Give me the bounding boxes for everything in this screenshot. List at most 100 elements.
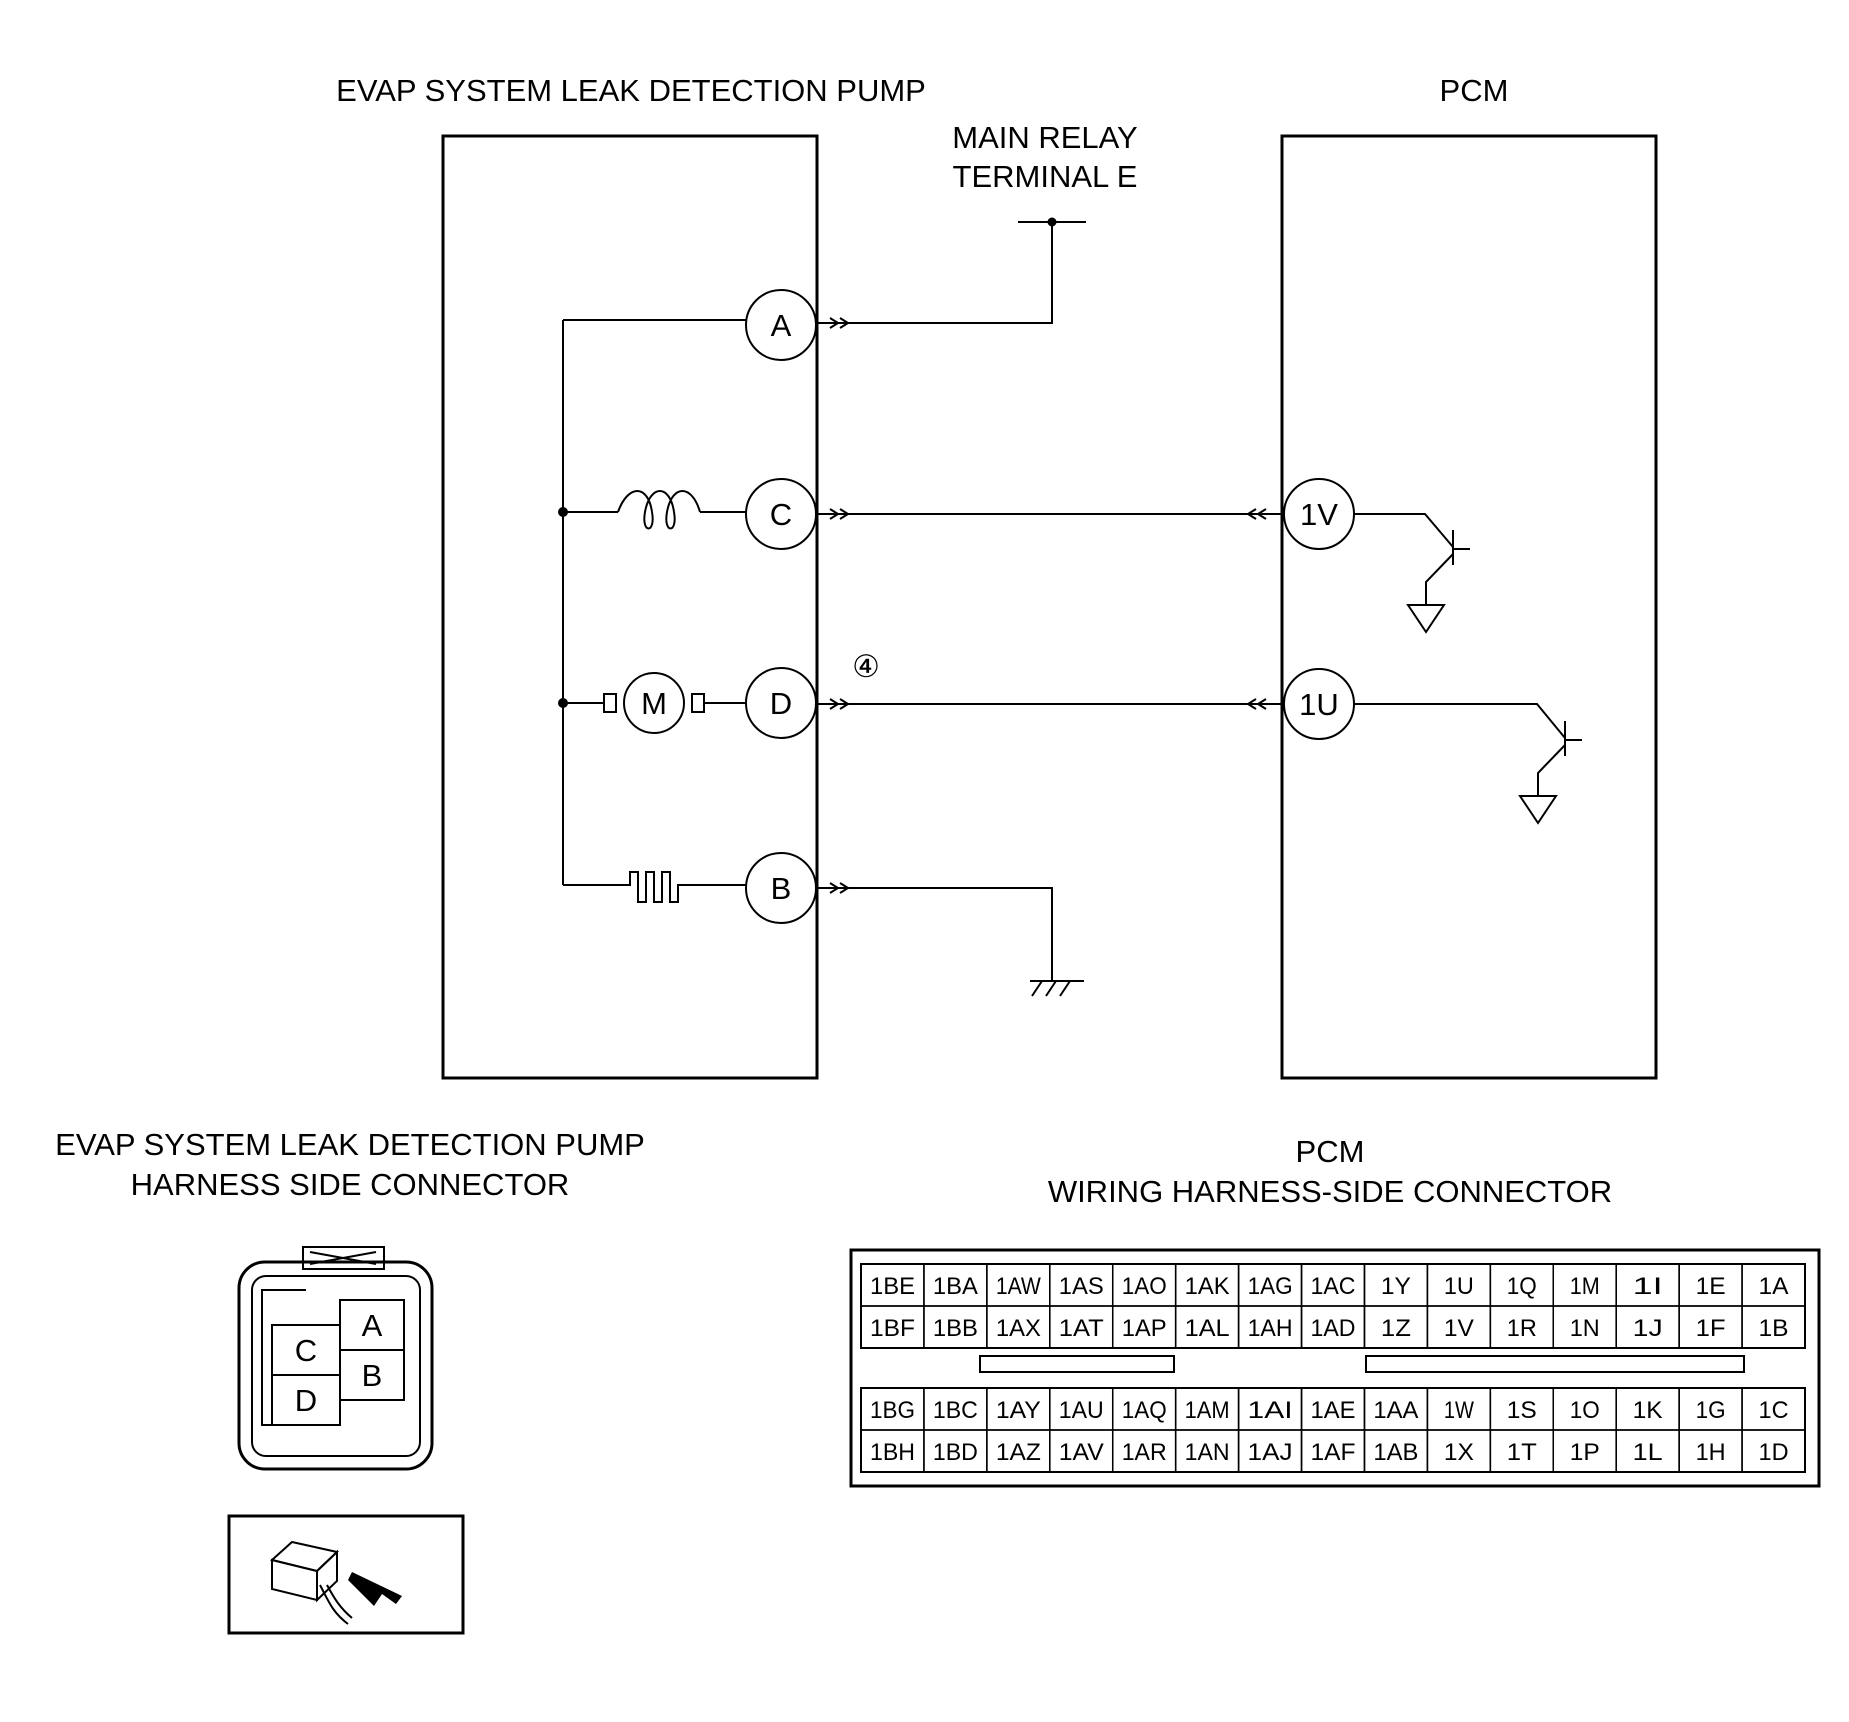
pcm-connector-pin-label: 1AY [996,1397,1041,1424]
pcm-connector-pin-label: 1D [1759,1439,1789,1466]
pcm-connector-subtitle: WIRING HARNESS-SIDE CONNECTOR [1048,1174,1612,1209]
pump-terminal-d-label: D [770,686,792,721]
pump-connector-pin-b: B [362,1358,383,1393]
transistor-1u-icon [1354,703,1582,825]
pcm-connector-pin-label: 1I [1633,1273,1663,1300]
pcm-terminal-1u-label: 1U [1299,687,1339,722]
pcm-connector-pin-label: 1AN [1185,1439,1230,1466]
pump-terminal-c-label: C [770,497,792,532]
pcm-connector-pin-label: 1J [1633,1315,1663,1342]
pcm-connector-pin-label: 1AO [1122,1273,1167,1300]
pcm-terminal-1v: 1V [1283,478,1355,550]
pcm-connector-pin-label: 1N [1570,1315,1600,1342]
pcm-connector-pin-label: 1AU [1059,1397,1104,1424]
pump-connector-pin-d: D [295,1383,317,1418]
pcm-connector-pin-label: 1S [1507,1397,1537,1424]
pump-terminal-b-label: B [771,871,792,906]
pcm-connector-pin-label: 1AS [1059,1273,1104,1300]
pcm-connector-pin-label: 1U [1444,1273,1474,1300]
pump-connector-inner [251,1275,421,1457]
pcm-connector-pin-label: 1BA [933,1273,978,1300]
pcm-connector-pin-label: 1O [1570,1397,1600,1424]
pcm-connector-pin-label: 1AM [1185,1397,1230,1424]
pcm-connector-pin-label: 1P [1570,1439,1600,1466]
pump-title: EVAP SYSTEM LEAK DETECTION PUMP [336,73,926,108]
pcm-connector-pin-label: 1Q [1507,1273,1537,1300]
pcm-box [1280,134,1658,1080]
main-relay-label: MAIN RELAY [952,120,1137,155]
pcm-connector-pin-label: 1E [1696,1273,1726,1300]
pump-box [441,134,819,1080]
pump-connector-pin-a: A [362,1308,383,1343]
pcm-connector-cell [1741,1429,1806,1473]
pcm-connector-key-left [979,1355,1175,1373]
pump-view-direction-icon [227,1514,465,1635]
main-relay-terminal-label: TERMINAL E [953,159,1138,194]
pcm-connector-pin-label: 1T [1507,1439,1537,1466]
pcm-connector-pin-label: 1A [1759,1273,1789,1300]
pump-connector-cavity-b [339,1349,405,1401]
pcm-connector-pin-label: 1AC [1311,1273,1356,1300]
pcm-connector-key-right [1365,1355,1745,1373]
pcm-connector-pin-label: 1AX [996,1315,1041,1342]
pcm-connector-cell [1741,1305,1806,1349]
pcm-connector-pin-label: 1AP [1122,1315,1167,1342]
wire-a-main-relay [816,222,1053,324]
wire-b-ground [816,887,1053,981]
pcm-connector-pin-label: 1K [1633,1397,1663,1424]
pcm-connector-pin-label: 1R [1507,1315,1537,1342]
pcm-connector-pin-label: 1F [1696,1315,1726,1342]
pcm-connector-title: PCM [1296,1134,1365,1169]
pcm-connector-pin-label: 1BB [933,1315,978,1342]
motor-icon [623,672,685,734]
pcm-connector-pin-label: 1AR [1122,1439,1167,1466]
pump-terminal-a-label: A [771,308,792,343]
chassis-ground-icon [1030,980,1084,997]
pcm-connector-pin-label: 1AA [1373,1397,1418,1424]
circuit-marker: ④ [852,649,880,684]
heater-icon [625,871,685,903]
solenoid-coil-icon [617,490,701,530]
pcm-connector-pin-label: 1BE [870,1273,915,1300]
pump-terminal-d: D [745,667,817,739]
pump-connector-title: EVAP SYSTEM LEAK DETECTION PUMP [55,1127,645,1162]
motor-label: M [641,686,667,721]
pcm-connector-pin-label: 1AE [1311,1397,1356,1424]
pcm-connector-pin-label: 1AW [996,1273,1041,1300]
pcm-connector-pin-label: 1W [1444,1397,1474,1424]
pcm-connector-pin-label: 1AI [1248,1397,1293,1424]
pump-terminal-b: B [745,852,817,924]
pcm-connector-pin-label: 1V [1444,1315,1474,1342]
pcm-connector-pin-label: 1AH [1248,1315,1293,1342]
pcm-connector-pin-label: 1C [1759,1397,1789,1424]
pcm-connector-pin-label: 1Y [1381,1273,1411,1300]
main-relay-junction-dot [1047,217,1057,227]
pcm-connector-pin-label: 1BG [870,1397,915,1424]
connector-chevron-1v [1246,508,1267,520]
pcm-connector-pin-label: 1X [1444,1439,1474,1466]
motor-brush-right [691,693,705,713]
pcm-connector-pin-label: 1Z [1381,1315,1411,1342]
pcm-connector-pin-label: 1AK [1185,1273,1230,1300]
pcm-connector-pin-label: 1AT [1059,1315,1104,1342]
transistor-1v-icon [1354,513,1470,634]
pcm-title: PCM [1440,73,1509,108]
pcm-connector-pin-label: 1AG [1248,1273,1293,1300]
pcm-connector-pin-label: 1AZ [996,1439,1041,1466]
pcm-terminal-1u: 1U [1283,668,1355,740]
pcm-connector-pin-label: 1BC [933,1397,978,1424]
pcm-connector-pin-label: 1AF [1311,1439,1356,1466]
pcm-connector-pin-label: 1AQ [1122,1397,1167,1424]
pump-terminal-a: A [745,289,817,361]
pcm-connector-pin-label: 1BF [870,1315,915,1342]
pump-connector-pin-c: C [295,1333,317,1368]
pump-terminal-c: C [745,478,817,550]
pump-connector-outer [237,1260,434,1471]
pcm-connector-pin-label: 1AD [1311,1315,1356,1342]
pcm-connector-pin-label: 1BH [870,1439,915,1466]
pump-connector-latch [302,1246,385,1270]
pcm-connector-pin-label: 1AL [1185,1315,1230,1342]
motor-brush-left [603,693,617,713]
pump-connector-face: C D A B [237,1246,434,1471]
